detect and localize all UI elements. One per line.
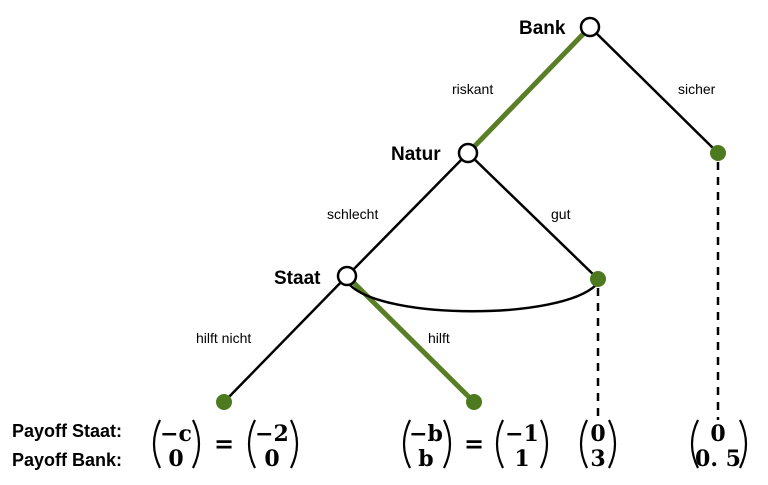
label-sicher: sicher <box>678 81 716 97</box>
paren-right <box>192 419 201 469</box>
leaf-hilft-nicht <box>216 394 232 410</box>
node-bank <box>579 16 601 38</box>
payoff-vector-sicher: 0 0. 5 <box>690 419 748 472</box>
edge-schlecht <box>346 152 469 277</box>
payoff-vector-gut: 0 3 <box>579 419 617 472</box>
payoff-bottom: 1 <box>514 446 529 472</box>
edge-sicher <box>589 26 719 154</box>
payoff-bottom: 3 <box>590 446 605 472</box>
paren-left <box>152 419 161 469</box>
payoff-bottom: 0. 5 <box>695 446 741 472</box>
payoff-bottom: 0 <box>168 446 183 472</box>
leaf-sicher <box>710 145 726 161</box>
paren-right <box>608 419 617 469</box>
paren-left <box>495 419 504 469</box>
payoff-bottom: 0 <box>264 446 279 472</box>
label-schlecht: schlecht <box>327 206 378 222</box>
payoff-top: 0 <box>710 421 725 447</box>
paren-left <box>690 419 699 469</box>
leaf-hilft <box>466 394 482 410</box>
payoff-vector-hilft-nicht-numeric: −2 0 <box>247 419 299 472</box>
equals-sign: = <box>464 430 484 458</box>
node-staat <box>336 265 358 287</box>
payoff-label-staat: Payoff Staat: <box>12 421 122 441</box>
paren-right <box>443 419 452 469</box>
edge-riskant-highlight <box>466 25 592 155</box>
payoff-vector-hilft-nicht-symbolic: −c 0 <box>152 419 201 472</box>
payoff-bottom: b <box>418 446 433 472</box>
label-bank: Bank <box>519 18 566 39</box>
payoff-top: −b <box>409 421 443 447</box>
label-riskant: riskant <box>452 81 493 97</box>
label-gut: gut <box>551 206 571 222</box>
label-staat: Staat <box>274 268 321 289</box>
information-set-curve <box>349 284 597 313</box>
edge-hilft-nicht <box>223 275 348 403</box>
label-hilft-nicht: hilft nicht <box>196 330 251 346</box>
leaf-gut <box>590 271 606 287</box>
payoff-top: −1 <box>505 421 539 447</box>
equals-sign: = <box>214 430 234 458</box>
paren-left <box>247 419 256 469</box>
payoff-vector-hilft-symbolic: −b b <box>402 419 452 472</box>
paren-right <box>290 419 299 469</box>
label-hilft: hilft <box>428 330 450 346</box>
paren-left <box>579 419 588 469</box>
paren-right <box>739 419 748 469</box>
payoff-top: −c <box>160 421 192 447</box>
payoff-top: 0 <box>590 421 605 447</box>
paren-left <box>402 419 411 469</box>
node-natur <box>457 142 479 164</box>
payoff-top: −2 <box>255 421 289 447</box>
payoff-vector-hilft-numeric: −1 1 <box>495 419 549 472</box>
edge-gut <box>467 152 599 280</box>
label-natur: Natur <box>391 144 441 165</box>
paren-right <box>540 419 549 469</box>
payoff-label-bank: Payoff Bank: <box>12 450 122 470</box>
